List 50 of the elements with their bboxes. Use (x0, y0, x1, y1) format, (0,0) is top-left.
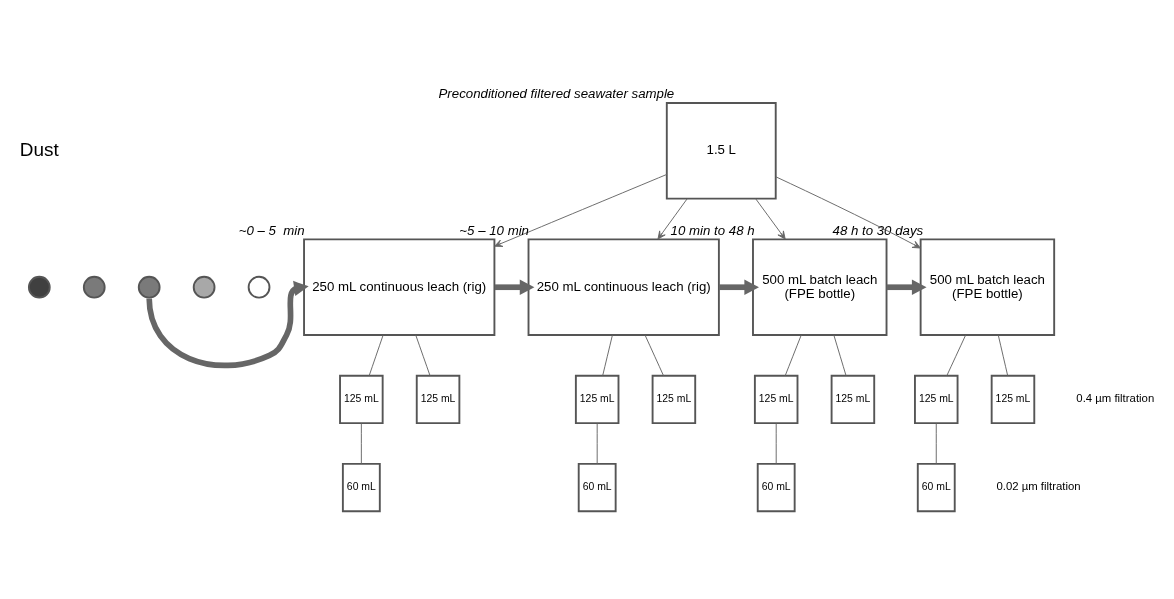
node-box: 60 mL (341, 462, 381, 512)
node-box: 125 mL (339, 374, 384, 424)
connector (784, 334, 802, 376)
arrow (146, 280, 309, 368)
connector (368, 334, 384, 376)
connector (997, 334, 1009, 376)
arrow (494, 279, 535, 295)
node-circle (27, 275, 51, 299)
node-box: 125 mL (914, 374, 959, 424)
node-box: 125 mL (574, 374, 620, 424)
connector (935, 422, 937, 464)
node-circle (137, 275, 161, 299)
node-label: ~0 – 5 min (238, 222, 305, 238)
node-label: Preconditioned filtered seawater sample (438, 85, 675, 101)
connector (415, 334, 431, 376)
node-box: 125 mL (415, 374, 461, 424)
node-box: 250 mL continuous leach (rig) (303, 237, 496, 336)
node-box: 125 mL (753, 374, 799, 424)
label: 0.02 µm filtration (996, 479, 1081, 492)
connector (360, 422, 362, 464)
node-box: 500 mL batch leach (FPE bottle) (919, 237, 1056, 336)
node-box: 1.5 L (665, 101, 777, 200)
connector (946, 334, 967, 376)
arrow (755, 197, 786, 239)
connector (644, 334, 664, 376)
node-box: 60 mL (916, 462, 956, 512)
node-circle (192, 275, 216, 299)
node-label: 48 h to 30 days (832, 222, 924, 238)
connector (596, 422, 598, 464)
label: 0.4 µm filtration (1076, 391, 1155, 404)
connector (602, 334, 613, 376)
node-box: 60 mL (577, 462, 617, 512)
arrow (775, 175, 921, 248)
node-box: 500 mL batch leach (FPE bottle) (752, 237, 888, 336)
connector (775, 422, 777, 464)
node-circle (247, 275, 271, 299)
arrow (719, 279, 759, 295)
node-box: 125 mL (830, 374, 876, 424)
arrow (886, 279, 927, 295)
node-label: ~5 – 10 min (459, 222, 529, 238)
node-box: 125 mL (990, 374, 1036, 424)
node-box: 60 mL (756, 462, 796, 512)
arrow (657, 197, 688, 239)
connector (833, 334, 847, 376)
node-label: 10 min to 48 h (670, 222, 755, 238)
label: Dust (19, 138, 59, 160)
node-circle (82, 275, 106, 299)
arrow (494, 173, 668, 247)
node-box: 125 mL (651, 374, 697, 424)
node-box: 250 mL continuous leach (rig) (527, 237, 720, 336)
